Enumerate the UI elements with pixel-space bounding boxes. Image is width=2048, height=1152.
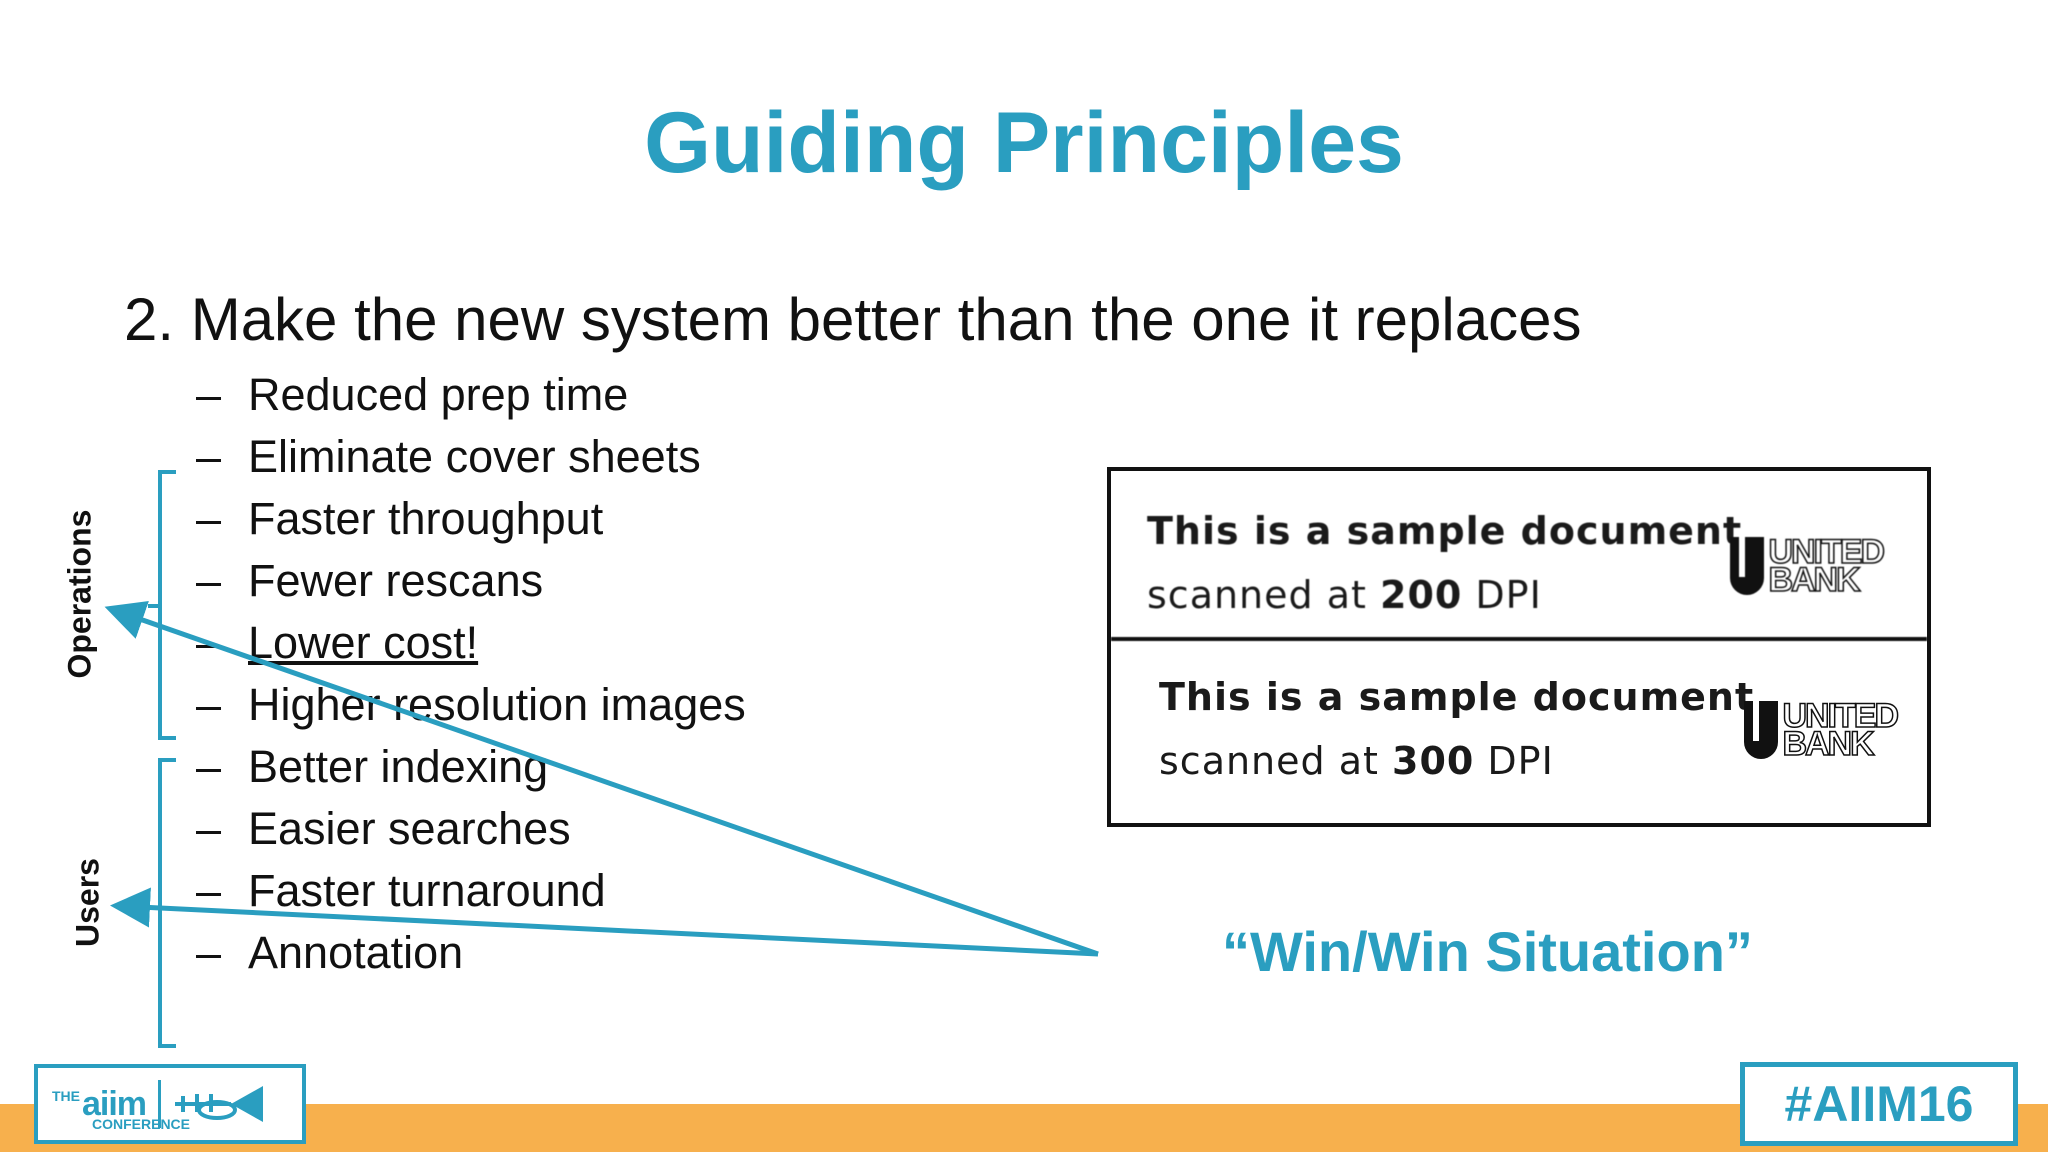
bullet-item: –Faster throughput [196, 488, 746, 550]
bullet-text: Annotation [248, 927, 464, 978]
bullet-marker: – [196, 369, 222, 420]
united-bank-logo: UNITED BANK [1730, 533, 1886, 599]
sample-scan-200dpi: This is a sample document scanned at 200… [1111, 471, 1927, 641]
logo-word: UNITED [1782, 697, 1900, 735]
bullet-marker: – [196, 555, 222, 606]
win-win-callout: “Win/Win Situation” [1222, 920, 1753, 983]
bullet-text: Fewer rescans [248, 555, 544, 606]
bullet-item: –Faster turnaround [196, 860, 746, 922]
bullet-marker: – [196, 493, 222, 544]
logo-word: BANK [1768, 561, 1862, 599]
bullet-marker: – [196, 679, 222, 730]
scan-text-suffix: DPI [1462, 573, 1542, 617]
logo-divider [158, 1080, 162, 1128]
aiim-conference-logo: THE aiim CONFERENCE [34, 1064, 306, 1144]
bullet-text: Eliminate cover sheets [248, 431, 701, 482]
trumpet-icon [175, 1086, 264, 1122]
scan-text-line: This is a sample document [1159, 675, 1755, 719]
bullet-text: Faster turnaround [248, 865, 606, 916]
bullet-text: Higher resolution images [248, 679, 746, 730]
scan-dpi-value: 300 [1392, 739, 1475, 783]
scan-text-prefix: scanned at [1147, 573, 1380, 617]
bullet-marker: – [196, 865, 222, 916]
bullet-item: –Easier searches [196, 798, 746, 860]
logo-word: UNITED [1768, 533, 1886, 571]
united-bank-logo: UNITED BANK [1744, 697, 1900, 763]
bullet-item: –Eliminate cover sheets [196, 426, 746, 488]
bullet-text: Reduced prep time [248, 369, 629, 420]
scan-text-line: scanned at 300 DPI [1159, 729, 1927, 793]
logo-the-text: THE [52, 1088, 80, 1104]
scan-text-prefix: scanned at [1159, 739, 1392, 783]
scan-text-suffix: DPI [1474, 739, 1554, 783]
principle-heading: 2. Make the new system better than the o… [124, 286, 1582, 353]
logo-brand-text: aiim [82, 1084, 147, 1123]
logo-conference-text: CONFERENCE [92, 1116, 191, 1132]
bullet-text: Better indexing [248, 741, 549, 792]
operations-bracket [148, 470, 176, 740]
bullet-item: –Reduced prep time [196, 364, 746, 426]
scan-text-line: scanned at 200 DPI [1147, 563, 1927, 627]
bank-mark-icon [1744, 701, 1779, 759]
users-group-label: Users [69, 858, 106, 947]
bullet-item: –Better indexing [196, 736, 746, 798]
bullet-marker: – [196, 927, 222, 978]
bullet-item: –Lower cost! [196, 612, 746, 674]
bullet-list: –Reduced prep time –Eliminate cover shee… [196, 364, 746, 984]
logo-word: BANK [1782, 725, 1876, 763]
bank-mark-icon [1730, 537, 1765, 595]
users-bracket [158, 758, 176, 1048]
bullet-text-emphasis: Lower cost! [248, 617, 479, 668]
scan-text-line: This is a sample document [1147, 509, 1743, 553]
bullet-item: –Higher resolution images [196, 674, 746, 736]
bullet-item: –Annotation [196, 922, 746, 984]
sample-scan-300dpi: This is a sample document scanned at 300… [1111, 641, 1927, 823]
sample-scan-comparison: This is a sample document scanned at 200… [1107, 467, 1931, 827]
bullet-item: –Fewer rescans [196, 550, 746, 612]
bullet-marker: – [196, 741, 222, 792]
bullet-text: Faster throughput [248, 493, 604, 544]
event-hashtag: #AIIM16 [1740, 1062, 2018, 1146]
bullet-marker: – [196, 617, 222, 668]
bullet-text: Easier searches [248, 803, 571, 854]
bullet-marker: – [196, 803, 222, 854]
bullet-marker: – [196, 431, 222, 482]
operations-group-label: Operations [61, 509, 98, 679]
slide-title: Guiding Principles [644, 95, 1404, 191]
footer-bar [0, 1104, 2048, 1152]
scan-dpi-value: 200 [1380, 573, 1463, 617]
